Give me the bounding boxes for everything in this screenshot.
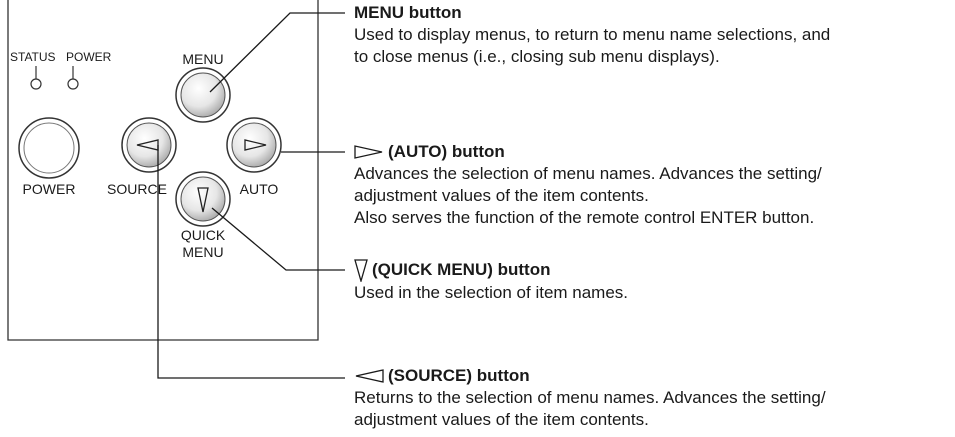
panel-outline	[7, 0, 319, 341]
menu-callout-line: Used to display menus, to return to menu…	[354, 25, 831, 44]
power-indicator-led	[67, 78, 79, 90]
menu-button[interactable]	[175, 67, 231, 123]
status-indicator-led	[30, 78, 42, 90]
power-indicator-label: POWER	[66, 50, 112, 64]
quick-menu-label-line2: MENU	[182, 244, 223, 260]
auto-callout-line: adjustment values of the item contents.	[354, 186, 649, 205]
source-button-label: SOURCE	[107, 181, 167, 197]
right-triangle-icon	[354, 145, 383, 159]
status-indicator-label: STATUS	[10, 50, 56, 64]
source-callout-line: Returns to the selection of menu names. …	[354, 388, 826, 407]
auto-callout-line: Advances the selection of menu names. Ad…	[354, 164, 822, 183]
menu-leader-line	[209, 12, 345, 93]
quick-menu-callout: (QUICK MENU) button Used in the selectio…	[354, 258, 628, 304]
source-button[interactable]	[121, 117, 177, 173]
quick-menu-callout-line: Used in the selection of item names.	[354, 283, 629, 302]
left-triangle-icon	[355, 369, 384, 383]
source-callout-line: adjustment values of the item contents.	[354, 410, 649, 429]
quick-menu-button[interactable]	[175, 171, 231, 227]
menu-callout-title: MENU button	[354, 3, 462, 22]
auto-callout-title: (AUTO) button	[388, 142, 505, 161]
menu-button-label: MENU	[182, 51, 223, 67]
power-button[interactable]	[18, 117, 80, 179]
source-callout: (SOURCE) button Returns to the selection…	[354, 365, 826, 431]
menu-callout: MENU button Used to display menus, to re…	[354, 2, 830, 68]
quick-menu-label-line1: QUICK	[181, 227, 226, 243]
auto-callout-line: Also serves the function of the remote c…	[354, 208, 815, 227]
source-leader-line	[157, 145, 345, 379]
down-triangle-icon	[197, 187, 209, 213]
auto-button-label: AUTO	[240, 181, 279, 197]
source-callout-title: (SOURCE) button	[388, 366, 530, 385]
auto-callout: (AUTO) button Advances the selection of …	[354, 141, 822, 229]
quick-menu-callout-title: (QUICK MENU) button	[372, 260, 551, 279]
down-triangle-icon	[354, 259, 368, 282]
auto-button[interactable]	[226, 117, 282, 173]
right-triangle-icon	[244, 139, 267, 151]
quick-menu-leader-line	[211, 207, 345, 271]
power-button-label: POWER	[23, 181, 76, 197]
menu-callout-line: to close menus (i.e., closing sub menu d…	[354, 47, 720, 66]
